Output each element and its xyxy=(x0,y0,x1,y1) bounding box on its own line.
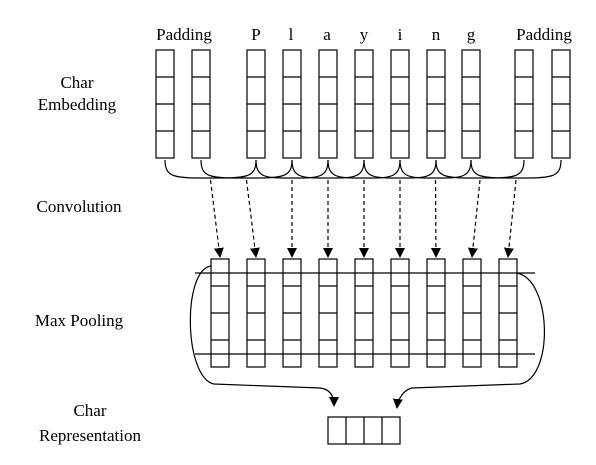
convolution-output-columns xyxy=(210,258,518,368)
conv-output-column-8 xyxy=(498,258,518,368)
char-label-p: P xyxy=(251,25,260,44)
char-label-y: y xyxy=(360,25,369,44)
char-embedding-label-line1: Char xyxy=(60,73,93,92)
convolution-window-bracket-1 xyxy=(200,159,293,179)
conv-output-column-2 xyxy=(282,258,302,368)
embedding-column-9 xyxy=(514,49,534,159)
conv-output-column-5 xyxy=(390,258,410,368)
pooling-left-loop-arrow xyxy=(189,265,339,407)
max-pooling-lines xyxy=(189,265,545,409)
convolution-arrow-6 xyxy=(430,179,441,258)
convolution-arrows xyxy=(209,179,517,258)
char-embedding-label-line2: Embedding xyxy=(38,95,117,114)
embedding-column-7 xyxy=(426,49,446,159)
padding-right-label: Padding xyxy=(516,25,572,44)
char-label-l: l xyxy=(289,25,294,44)
convolution-window-bracket-2 xyxy=(255,159,329,179)
embedding-column-10 xyxy=(551,49,571,159)
conv-output-column-6 xyxy=(426,258,446,368)
convolution-window-bracket-3 xyxy=(291,159,365,179)
conv-output-column-1 xyxy=(246,258,266,368)
convolution-window-bracket-0 xyxy=(164,159,257,179)
conv-output-column-7 xyxy=(462,258,482,368)
convolution-arrow-8 xyxy=(503,179,517,258)
embedding-columns xyxy=(155,49,571,159)
pooling-right-loop-arrow xyxy=(392,272,545,409)
convolution-arrow-0 xyxy=(209,179,224,258)
max-pooling-label: Max Pooling xyxy=(35,311,124,330)
embedding-column-6 xyxy=(390,49,410,159)
char-label-n: n xyxy=(432,25,441,44)
embedding-column-0 xyxy=(155,49,175,159)
embedding-column-5 xyxy=(354,49,374,159)
char-label-a: a xyxy=(323,25,331,44)
convolution-window-bracket-8 xyxy=(470,159,562,179)
convolution-window-bracket-6 xyxy=(399,159,472,179)
embedding-column-2 xyxy=(246,49,266,159)
conv-output-column-0 xyxy=(210,258,230,368)
convolution-window-bracket-7 xyxy=(435,159,525,179)
embedding-column-3 xyxy=(282,49,302,159)
convolution-window-bracket-5 xyxy=(363,159,437,179)
embedding-column-4 xyxy=(318,49,338,159)
embedding-column-8 xyxy=(461,49,481,159)
conv-output-column-3 xyxy=(318,258,338,368)
convolution-arrow-1 xyxy=(245,179,260,258)
char-label-i: i xyxy=(398,25,403,44)
char-label-g: g xyxy=(467,25,476,44)
char-representation-label-line1: Char xyxy=(73,401,106,420)
char-representation-label-line2: Representation xyxy=(39,426,141,445)
conv-output-column-4 xyxy=(354,258,374,368)
padding-left-label: Padding xyxy=(156,25,212,44)
convolution-window-bracket-4 xyxy=(327,159,401,179)
convolution-window-brackets xyxy=(164,159,562,179)
convolution-arrow-7 xyxy=(467,179,481,258)
convolution-label: Convolution xyxy=(36,197,122,216)
char-representation-vector xyxy=(327,416,401,445)
embedding-column-1 xyxy=(191,49,211,159)
